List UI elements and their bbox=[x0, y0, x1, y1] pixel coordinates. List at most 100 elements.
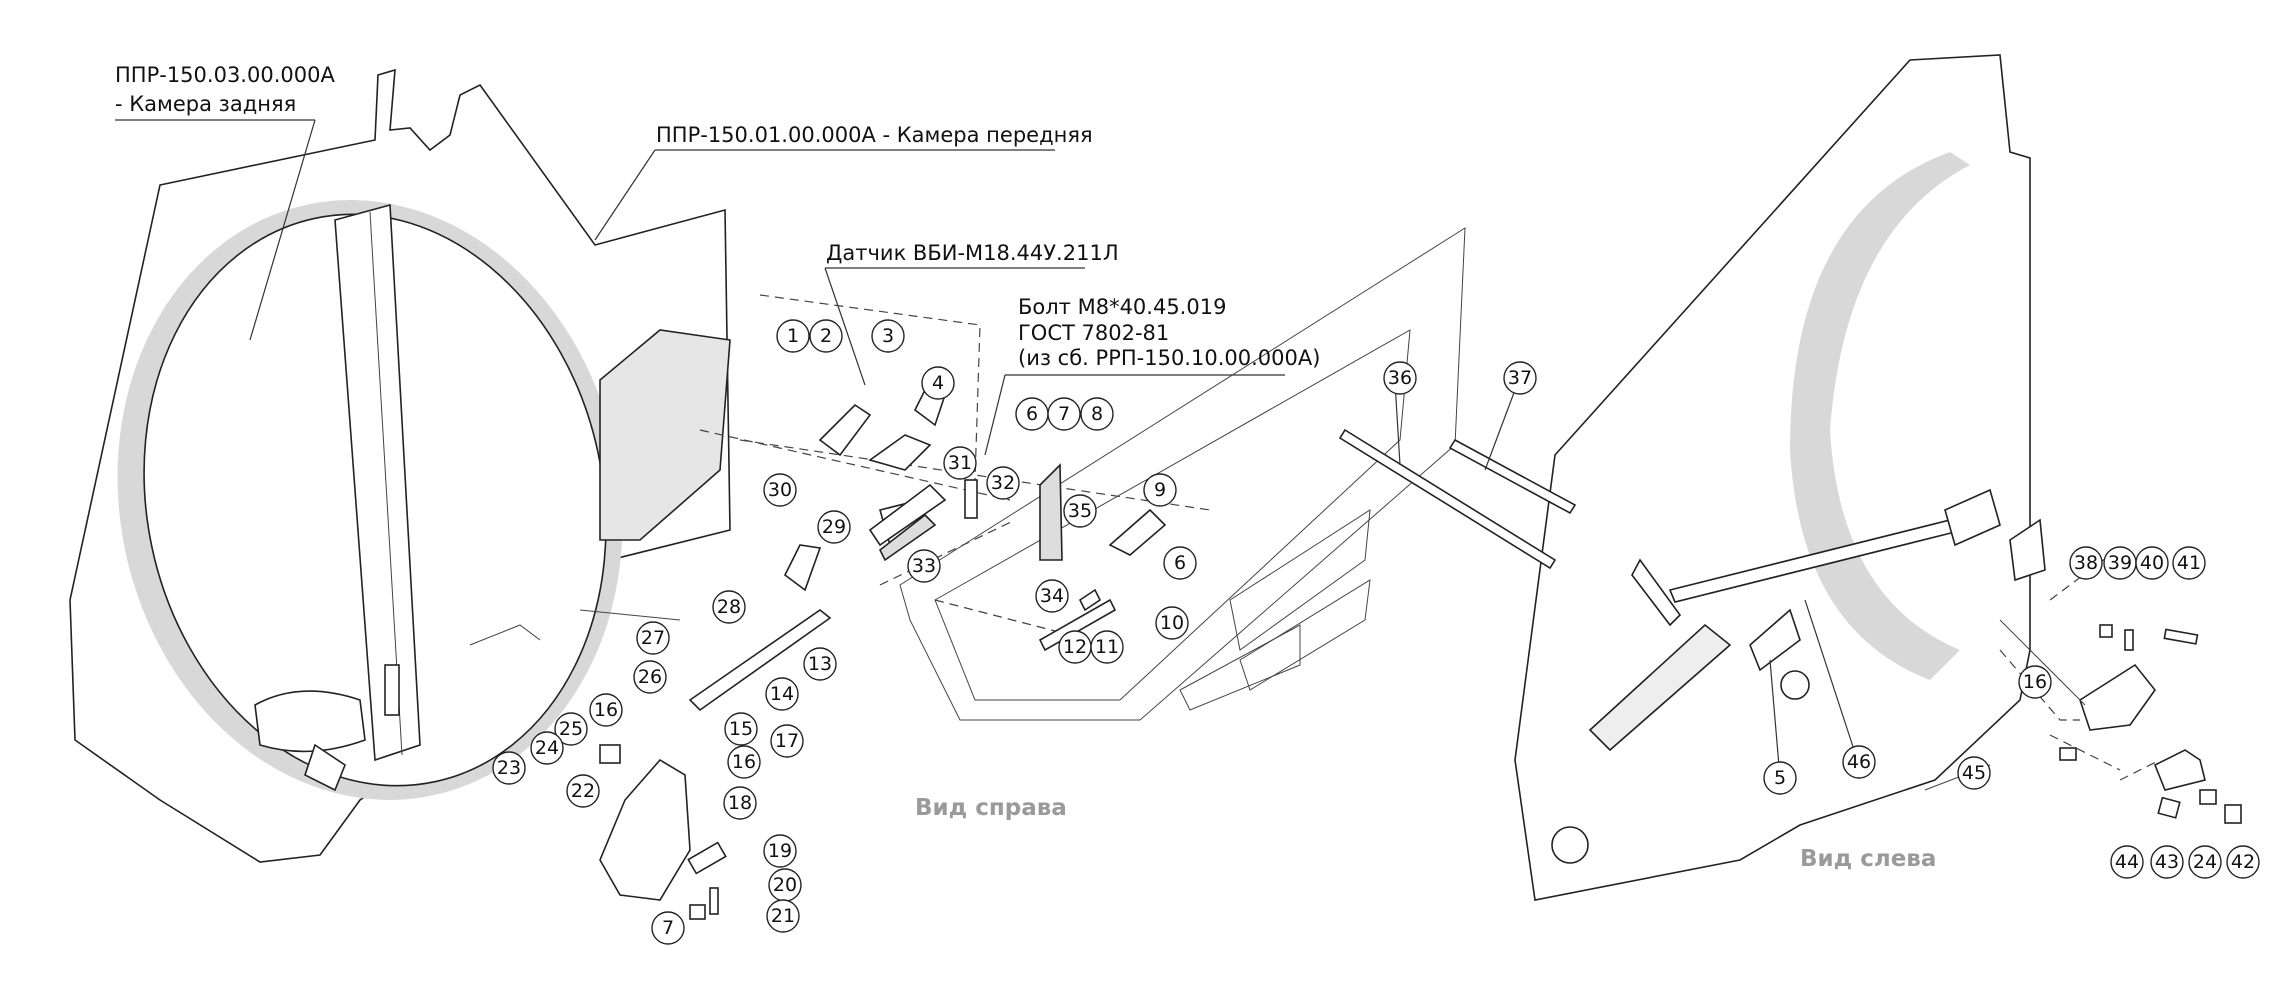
mechanism-parts-left bbox=[1999, 518, 2242, 824]
callout-43: 43 bbox=[2150, 845, 2184, 879]
callout-number: 20 bbox=[773, 874, 797, 896]
callout-number: 14 bbox=[770, 683, 794, 705]
callout-number: 11 bbox=[1095, 636, 1119, 658]
callout-16: 16 bbox=[2018, 665, 2052, 699]
callout-number: 16 bbox=[732, 751, 756, 773]
bolt-label-line1: Болт М8*40.45.019 bbox=[1018, 295, 1226, 319]
callout-number: 42 bbox=[2231, 851, 2255, 873]
callout-35: 35 bbox=[1063, 494, 1097, 528]
callout-number: 9 bbox=[1154, 479, 1166, 501]
callout-circle bbox=[766, 899, 800, 933]
callout-number: 8 bbox=[1091, 403, 1103, 425]
view-left-title: Вид слева bbox=[1800, 846, 1936, 872]
callout-circle bbox=[651, 911, 685, 945]
bolt-label-line3: (из сб. РРП-150.10.00.000А) bbox=[1018, 346, 1320, 370]
callout-number: 21 bbox=[771, 905, 795, 927]
callout-number: 27 bbox=[641, 627, 665, 649]
callout-circle bbox=[765, 677, 799, 711]
callout-3: 3 bbox=[871, 319, 905, 353]
callout-number: 46 bbox=[1847, 751, 1871, 773]
callout-circle bbox=[1503, 361, 1537, 395]
callout-number: 10 bbox=[1160, 612, 1184, 634]
callout-number: 25 bbox=[559, 718, 583, 740]
callout-29: 29 bbox=[817, 510, 851, 544]
callout-41: 41 bbox=[2172, 546, 2206, 580]
callout-circle bbox=[712, 590, 746, 624]
callout-number: 7 bbox=[1058, 403, 1070, 425]
callout-circle bbox=[636, 621, 670, 655]
callout-number: 4 bbox=[932, 372, 944, 394]
rear-chamber-code: ППР-150.03.00.000А bbox=[115, 63, 335, 87]
callout-22: 22 bbox=[566, 774, 600, 808]
callout-5: 5 bbox=[1763, 761, 1797, 795]
callout-circle bbox=[871, 319, 905, 353]
callout-circle bbox=[809, 319, 843, 353]
callout-number: 3 bbox=[882, 325, 894, 347]
callout-circle bbox=[530, 731, 564, 765]
callout-circle bbox=[589, 693, 623, 727]
callout-6: 6 bbox=[1015, 397, 1049, 431]
callout-number: 24 bbox=[2193, 851, 2217, 873]
callout-circle bbox=[943, 446, 977, 480]
callout-24: 24 bbox=[530, 731, 564, 765]
callout-number: 29 bbox=[822, 516, 846, 538]
callout-circle bbox=[1063, 494, 1097, 528]
callout-circle bbox=[1155, 606, 1189, 640]
callout-number: 43 bbox=[2155, 851, 2179, 873]
callout-number: 40 bbox=[2140, 552, 2164, 574]
callout-circle bbox=[1143, 473, 1177, 507]
callout-30: 30 bbox=[763, 473, 797, 507]
callout-7: 7 bbox=[1047, 397, 1081, 431]
callout-circle bbox=[2110, 845, 2144, 879]
callout-number: 36 bbox=[1388, 367, 1412, 389]
callout-circle bbox=[633, 660, 667, 694]
callout-number: 13 bbox=[808, 653, 832, 675]
callout-46: 46 bbox=[1842, 745, 1876, 779]
callout-circle bbox=[763, 834, 797, 868]
callout-11: 11 bbox=[1090, 630, 1124, 664]
sensor-label: Датчик ВБИ-М18.44У.211Л bbox=[826, 241, 1119, 265]
callout-16: 16 bbox=[727, 745, 761, 779]
callout-14: 14 bbox=[765, 677, 799, 711]
callout-28: 28 bbox=[712, 590, 746, 624]
mechanism-parts-right bbox=[599, 378, 1167, 920]
callout-number: 6 bbox=[1174, 552, 1186, 574]
callout-42: 42 bbox=[2226, 845, 2260, 879]
callout-circle bbox=[724, 712, 758, 746]
callout-23: 23 bbox=[492, 751, 526, 785]
rear-chamber-panel bbox=[69, 68, 731, 863]
callout-2: 2 bbox=[809, 319, 843, 353]
callout-circle bbox=[566, 774, 600, 808]
callout-38: 38 bbox=[2069, 546, 2103, 580]
left-view-leaders bbox=[1394, 381, 1859, 779]
callout-number: 16 bbox=[2023, 671, 2047, 693]
callout-number: 15 bbox=[729, 718, 753, 740]
callout-40: 40 bbox=[2135, 546, 2169, 580]
callout-number: 37 bbox=[1508, 367, 1532, 389]
callout-number: 18 bbox=[728, 792, 752, 814]
callout-number: 41 bbox=[2177, 552, 2201, 574]
callout-circle bbox=[554, 712, 588, 746]
callout-27: 27 bbox=[636, 621, 670, 655]
callout-circle bbox=[1842, 745, 1876, 779]
callout-12: 12 bbox=[1058, 630, 1092, 664]
callout-4: 4 bbox=[921, 366, 955, 400]
callout-19: 19 bbox=[763, 834, 797, 868]
callout-8: 8 bbox=[1080, 397, 1114, 431]
callout-44: 44 bbox=[2110, 845, 2144, 879]
front-chamber-label: ППР-150.01.00.000А - Камера передняя bbox=[656, 123, 1093, 147]
callout-number: 33 bbox=[912, 555, 936, 577]
callout-circle bbox=[1163, 546, 1197, 580]
callout-number: 38 bbox=[2074, 552, 2098, 574]
callout-circle bbox=[986, 466, 1020, 500]
callout-10: 10 bbox=[1155, 606, 1189, 640]
callout-number: 26 bbox=[638, 666, 662, 688]
left-view-panel bbox=[1514, 54, 2031, 901]
callout-20: 20 bbox=[768, 868, 802, 902]
callout-circle bbox=[1035, 579, 1069, 613]
callout-number: 30 bbox=[768, 479, 792, 501]
callout-circle bbox=[1090, 630, 1124, 664]
callout-number: 23 bbox=[497, 757, 521, 779]
callout-21: 21 bbox=[766, 899, 800, 933]
